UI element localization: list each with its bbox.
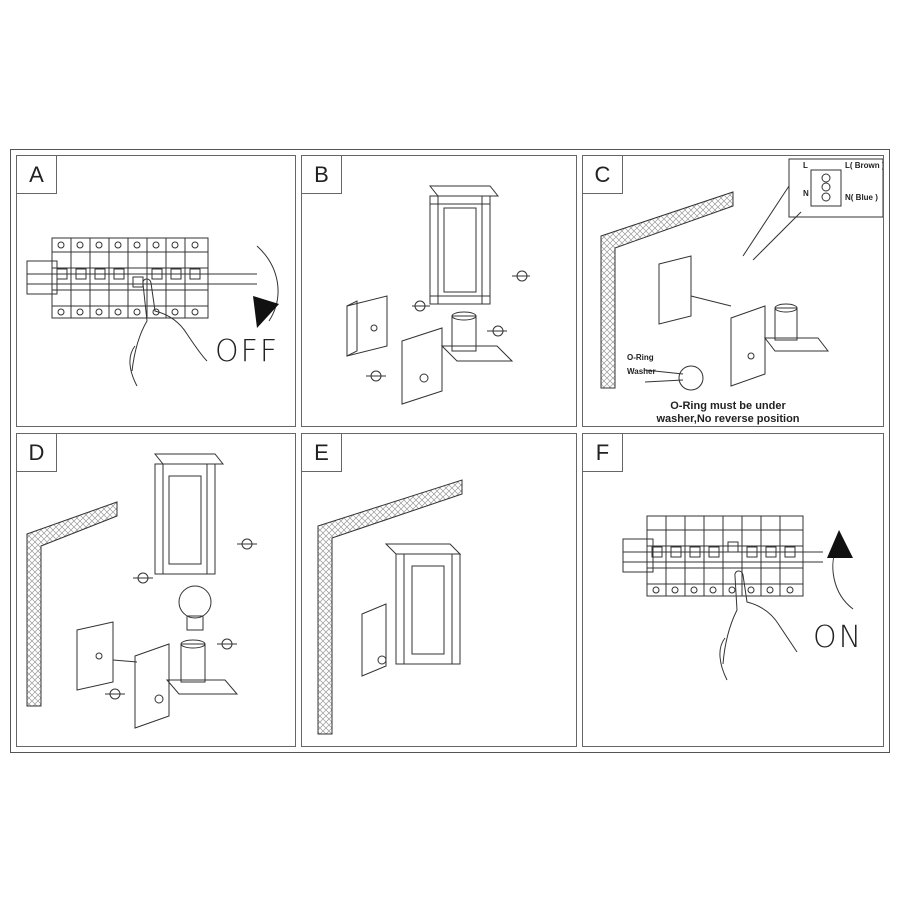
breaker-bank (51, 237, 209, 319)
panel-d: D (16, 433, 296, 747)
terminal-label-l: L (803, 161, 808, 170)
hand-icon (719, 570, 798, 681)
panel-letter: A (17, 156, 57, 194)
bulb-install-illustration (26, 453, 257, 729)
panel-b: B (301, 155, 577, 427)
disassembly-illustration (346, 185, 530, 405)
panel-letter: C (583, 156, 623, 194)
oring-note: O-Ring must be under washer,No reverse p… (656, 400, 800, 425)
panel-f: F (582, 433, 884, 747)
arrow-up-icon (827, 530, 853, 558)
hand-icon (129, 278, 208, 387)
assembled-fixture-illustration (317, 479, 463, 735)
breaker-off-illustration (26, 237, 279, 387)
arrow-down-icon (253, 296, 279, 328)
breaker-bank (646, 515, 804, 597)
washer-label: Washer (627, 367, 656, 376)
panel-letter: B (302, 156, 342, 194)
state-label: OFF (215, 334, 280, 369)
breaker-on-illustration (622, 515, 854, 681)
state-label: ON (813, 620, 864, 655)
terminal-label-l-brown: L( Brown ) (845, 161, 884, 170)
wiring-illustration: L L( Brown ) N N( Blue ) O-Ring Washer (600, 158, 884, 391)
screw-icon (366, 270, 530, 382)
panel-letter: E (302, 434, 342, 472)
panel-letter: D (17, 434, 57, 472)
panel-a: A (16, 155, 296, 427)
terminal-label-n: N (803, 189, 809, 198)
panel-letter: F (583, 434, 623, 472)
bulb-icon (178, 585, 212, 619)
panel-c: C (582, 155, 884, 427)
panel-e: E (301, 433, 577, 747)
instruction-sheet: A (10, 149, 890, 753)
oring-label: O-Ring (627, 353, 654, 362)
terminal-label-n-blue: N( Blue ) (845, 193, 878, 202)
